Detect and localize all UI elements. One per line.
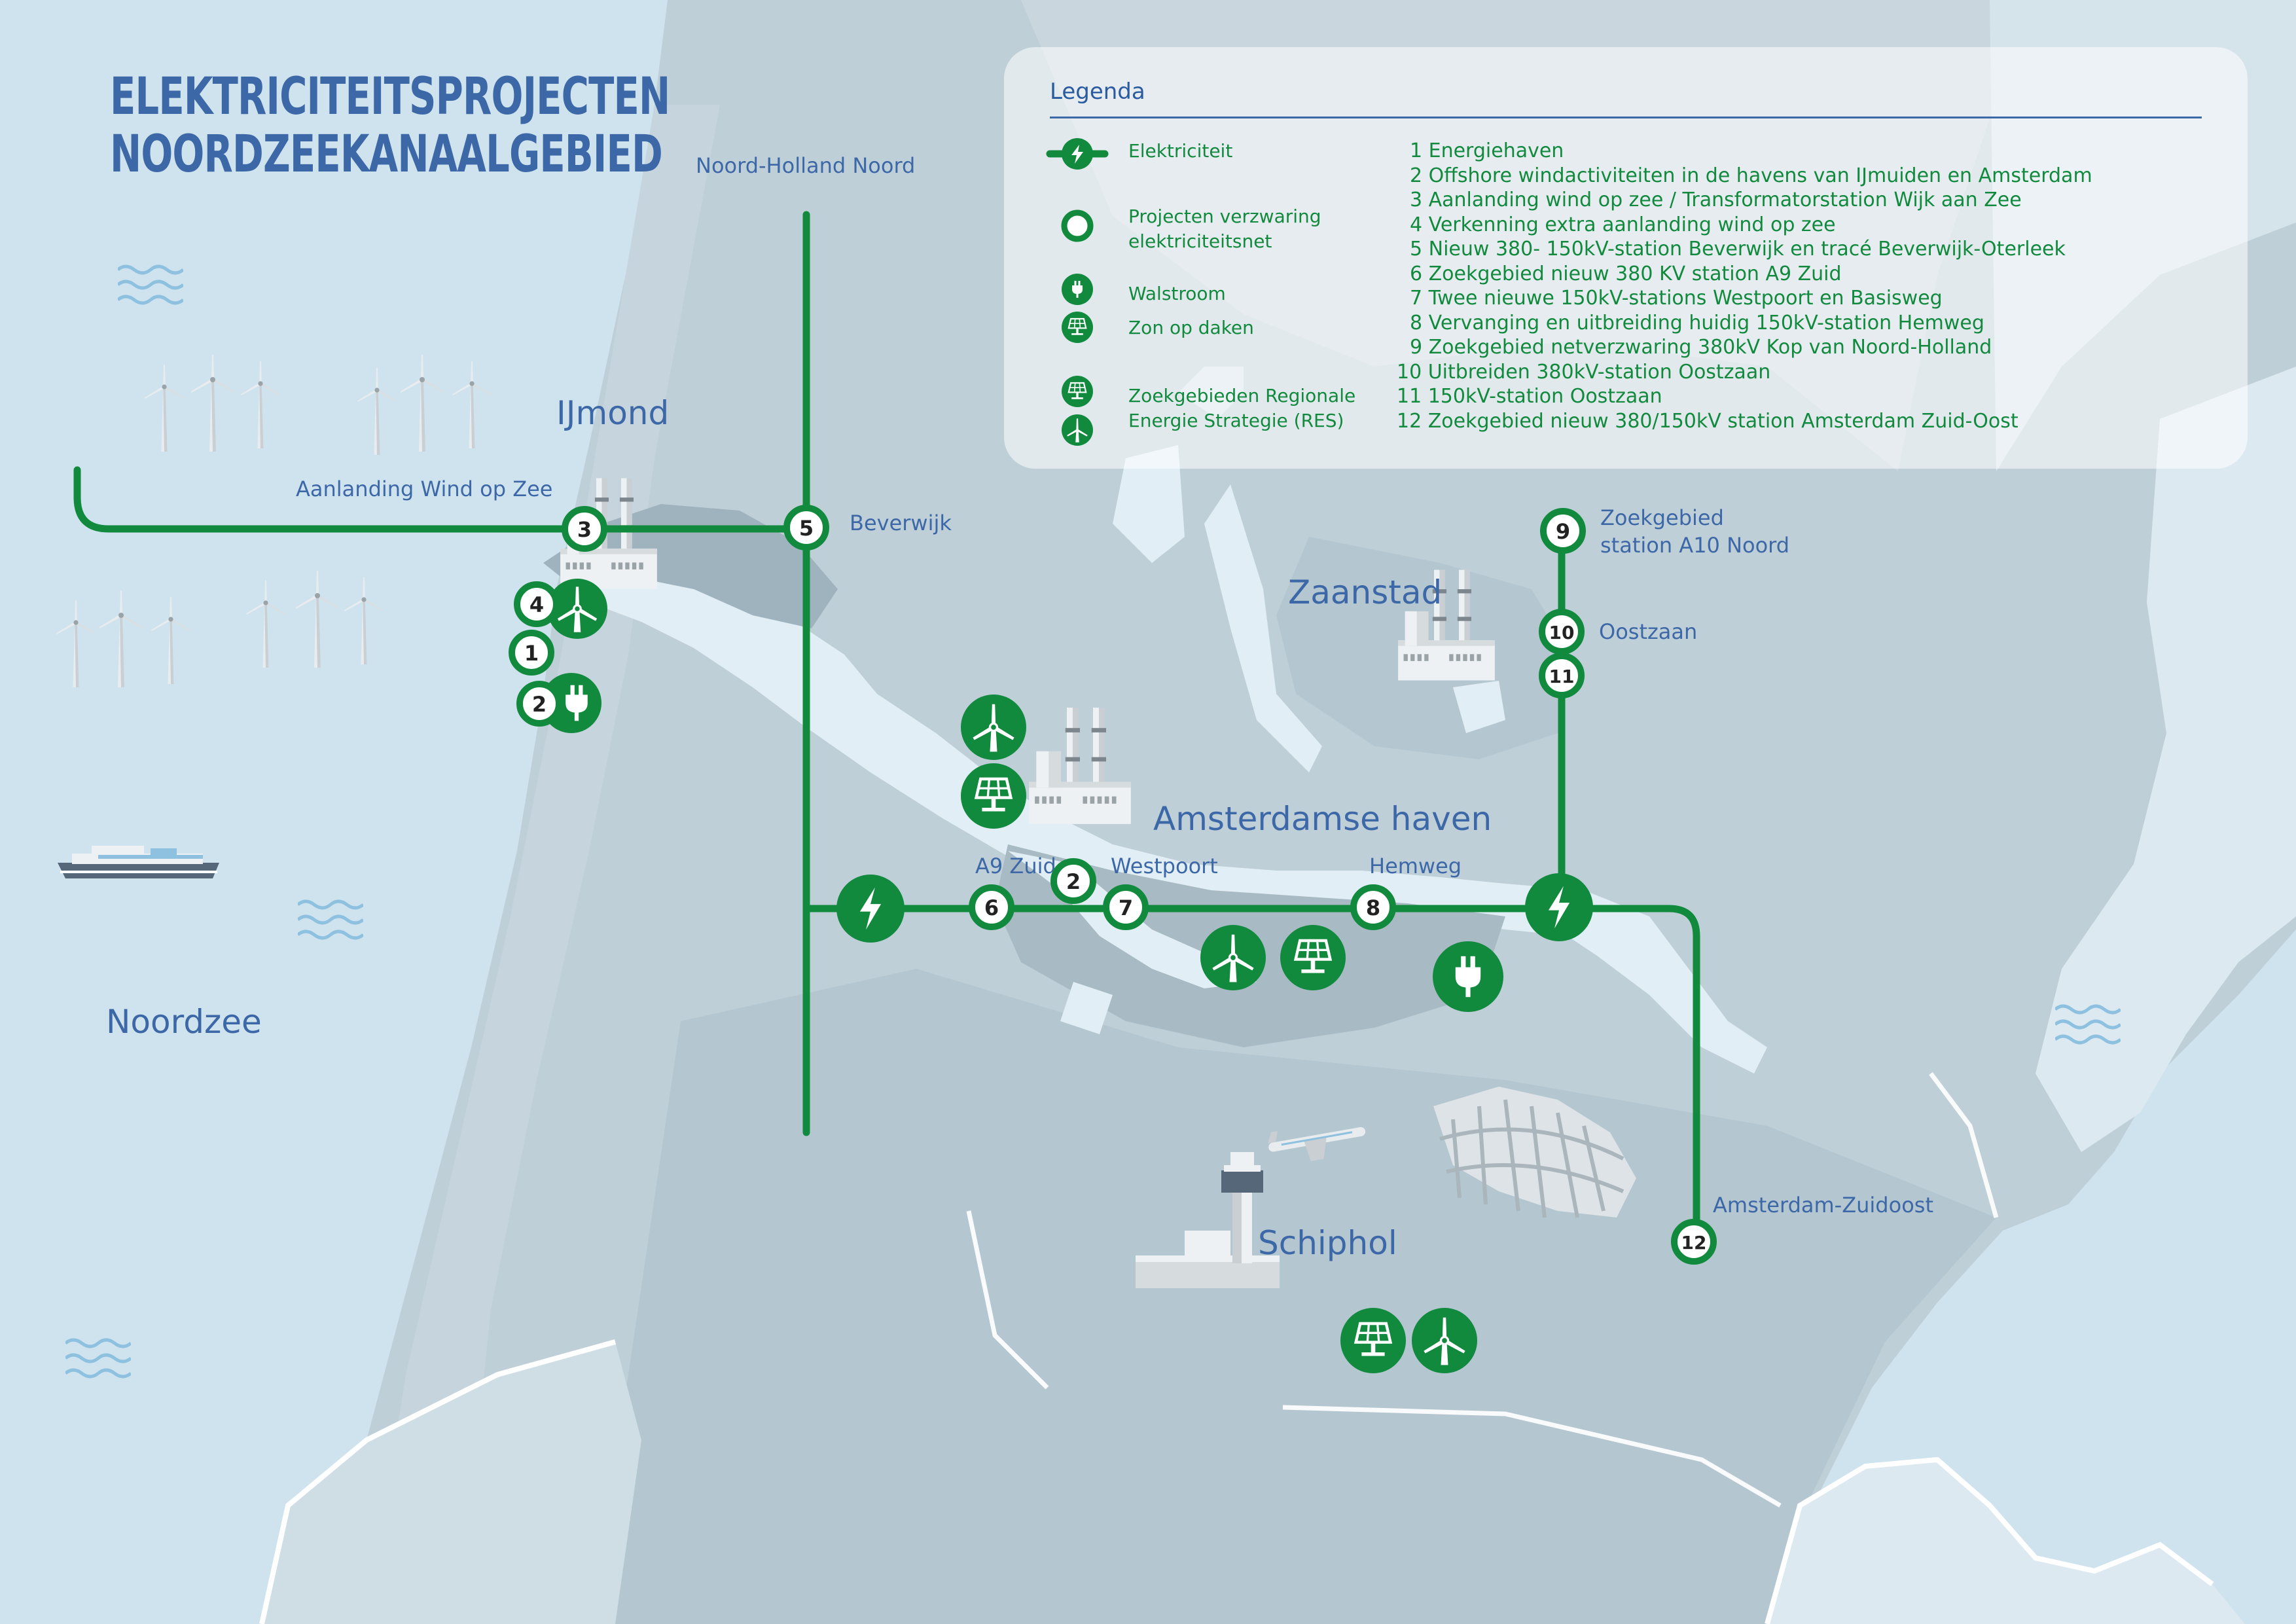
svg-text:11: 11 xyxy=(1549,666,1575,687)
label-noordzee: Noordzee xyxy=(106,1003,262,1041)
label-westpoort: Westpoort xyxy=(1111,854,1218,878)
project-item: 2 Offshore windactiviteiten in de havens… xyxy=(1410,164,2092,187)
svg-text:4: 4 xyxy=(529,592,544,617)
title-line-1: ELEKTRICITEITSPROJECTEN xyxy=(110,67,670,126)
project-item: 7 Twee nieuwe 150kV-stations Westpoort e… xyxy=(1410,287,1943,310)
marker-12[interactable]: 12 xyxy=(1671,1219,1717,1265)
legend-res-2: Energie Strategie (RES) xyxy=(1128,410,1344,431)
svg-text:2: 2 xyxy=(532,692,547,717)
svg-text:12: 12 xyxy=(1681,1232,1707,1254)
label-a9-zuid: A9 Zuid xyxy=(975,854,1056,878)
project-item: 3 Aanlanding wind op zee / Transformator… xyxy=(1410,189,2022,211)
wind-icon xyxy=(1412,1308,1477,1373)
label-ijmond: IJmond xyxy=(556,394,670,432)
legend-divider xyxy=(1050,117,2202,118)
legend-title: Legenda xyxy=(1050,79,1145,105)
title-line-2: NOORDZEEKANAALGEBIED xyxy=(110,125,663,184)
marker-4[interactable]: 4 xyxy=(514,581,560,627)
label-schiphol: Schiphol xyxy=(1258,1224,1397,1262)
legend-zon: Zon op daken xyxy=(1128,317,1254,338)
marker-5[interactable]: 5 xyxy=(783,505,829,550)
legend-symbols xyxy=(1046,138,1109,446)
svg-text:9: 9 xyxy=(1556,519,1570,544)
marker-2[interactable]: 2 xyxy=(516,681,562,727)
legend-ring-icon xyxy=(1061,209,1094,242)
solar-icon xyxy=(1340,1308,1406,1373)
legend-elektriciteit: Elektriciteit xyxy=(1128,140,1233,162)
svg-text:6: 6 xyxy=(984,895,999,920)
project-item: 11 150kV-station Oostzaan xyxy=(1397,385,1662,408)
amsterdam-city xyxy=(1433,1087,1636,1218)
electricity-grid xyxy=(73,211,1700,1248)
legend-res-1: Zoekgebieden Regionale xyxy=(1128,385,1356,406)
legend-walstroom: Walstroom xyxy=(1128,283,1226,304)
marker-10[interactable]: 10 xyxy=(1539,609,1585,655)
marker-11[interactable]: 11 xyxy=(1539,653,1585,698)
legend-plug-icon xyxy=(1062,274,1093,305)
label-noord-holland-noord: Noord-Holland Noord xyxy=(696,153,916,178)
svg-text:5: 5 xyxy=(799,516,814,541)
legend-bolt-icon xyxy=(1046,138,1109,170)
solar-icon xyxy=(961,763,1026,829)
marker-6[interactable]: 6 xyxy=(969,884,1014,930)
svg-text:1: 1 xyxy=(524,641,539,666)
label-oostzaan: Oostzaan xyxy=(1599,619,1698,644)
project-item: 5 Nieuw 380- 150kV-station Beverwijk en … xyxy=(1410,238,2066,261)
bolt-icon xyxy=(1525,873,1593,941)
marker-1[interactable]: 1 xyxy=(509,630,554,676)
label-hemweg: Hemweg xyxy=(1369,854,1462,878)
legend-res-wind-icon xyxy=(1062,414,1093,446)
solar-icon xyxy=(1280,925,1346,990)
map-title: ELEKTRICITEITSPROJECTEN NOORDZEEKANAALGE… xyxy=(110,68,670,183)
label-beverwijk: Beverwijk xyxy=(850,511,952,535)
project-item: 8 Vervanging en uitbreiding huidig 150kV… xyxy=(1410,311,1984,334)
schiphol-tower xyxy=(1136,1152,1280,1288)
marker-7[interactable]: 7 xyxy=(1103,884,1149,930)
label-station-a10-noord: station A10 Noord xyxy=(1600,533,1790,558)
project-item: 9 Zoekgebied netverzwaring 380kV Kop van… xyxy=(1410,336,1992,359)
legend-solar-icon xyxy=(1062,312,1093,343)
ijsselmeer xyxy=(2036,367,2296,1152)
legend-res-solar-icon xyxy=(1062,376,1093,407)
svg-text:10: 10 xyxy=(1549,622,1575,643)
wind-icon xyxy=(961,695,1026,760)
svg-text:2: 2 xyxy=(1066,869,1081,894)
plug-icon xyxy=(1433,941,1503,1012)
bolt-icon xyxy=(836,875,905,943)
project-item: 4 Verkenning extra aanlanding wind op ze… xyxy=(1410,213,1836,236)
svg-text:3: 3 xyxy=(577,517,592,542)
wind-icon xyxy=(547,579,607,639)
marker-2[interactable]: 2 xyxy=(1050,858,1096,904)
project-item: 6 Zoekgebied nieuw 380 KV station A9 Zui… xyxy=(1410,262,1842,285)
legend-panel: Legenda xyxy=(1004,47,2248,469)
label-zaanstad: Zaanstad xyxy=(1288,573,1443,611)
project-item: 10 Uitbreiden 380kV-station Oostzaan xyxy=(1397,360,1771,384)
legend-verzwaring-1: Projecten verzwaring xyxy=(1128,206,1321,227)
marker-8[interactable]: 8 xyxy=(1350,884,1396,930)
label-amsterdamse-haven: Amsterdamse haven xyxy=(1153,800,1492,838)
label-aanlanding-wind: Aanlanding Wind op Zee xyxy=(296,477,553,501)
svg-text:7: 7 xyxy=(1119,895,1133,920)
airplane xyxy=(1268,1127,1366,1161)
project-item: 12 Zoekgebied nieuw 380/150kV station Am… xyxy=(1397,409,2018,433)
marker-9[interactable]: 9 xyxy=(1540,508,1586,554)
legend-verzwaring-2: elektriciteitsnet xyxy=(1128,230,1272,252)
wind-icon xyxy=(1200,925,1266,990)
svg-text:8: 8 xyxy=(1366,895,1380,920)
label-amsterdam-zuidoost: Amsterdam-Zuidoost xyxy=(1713,1193,1933,1218)
ship xyxy=(58,846,219,878)
label-zoekgebied: Zoekgebied xyxy=(1600,505,1724,530)
project-list: 1 Energiehaven 2 Offshore windactiviteit… xyxy=(1397,139,2092,433)
marker-3[interactable]: 3 xyxy=(562,506,607,552)
project-item: 1 Energiehaven xyxy=(1410,139,1564,162)
